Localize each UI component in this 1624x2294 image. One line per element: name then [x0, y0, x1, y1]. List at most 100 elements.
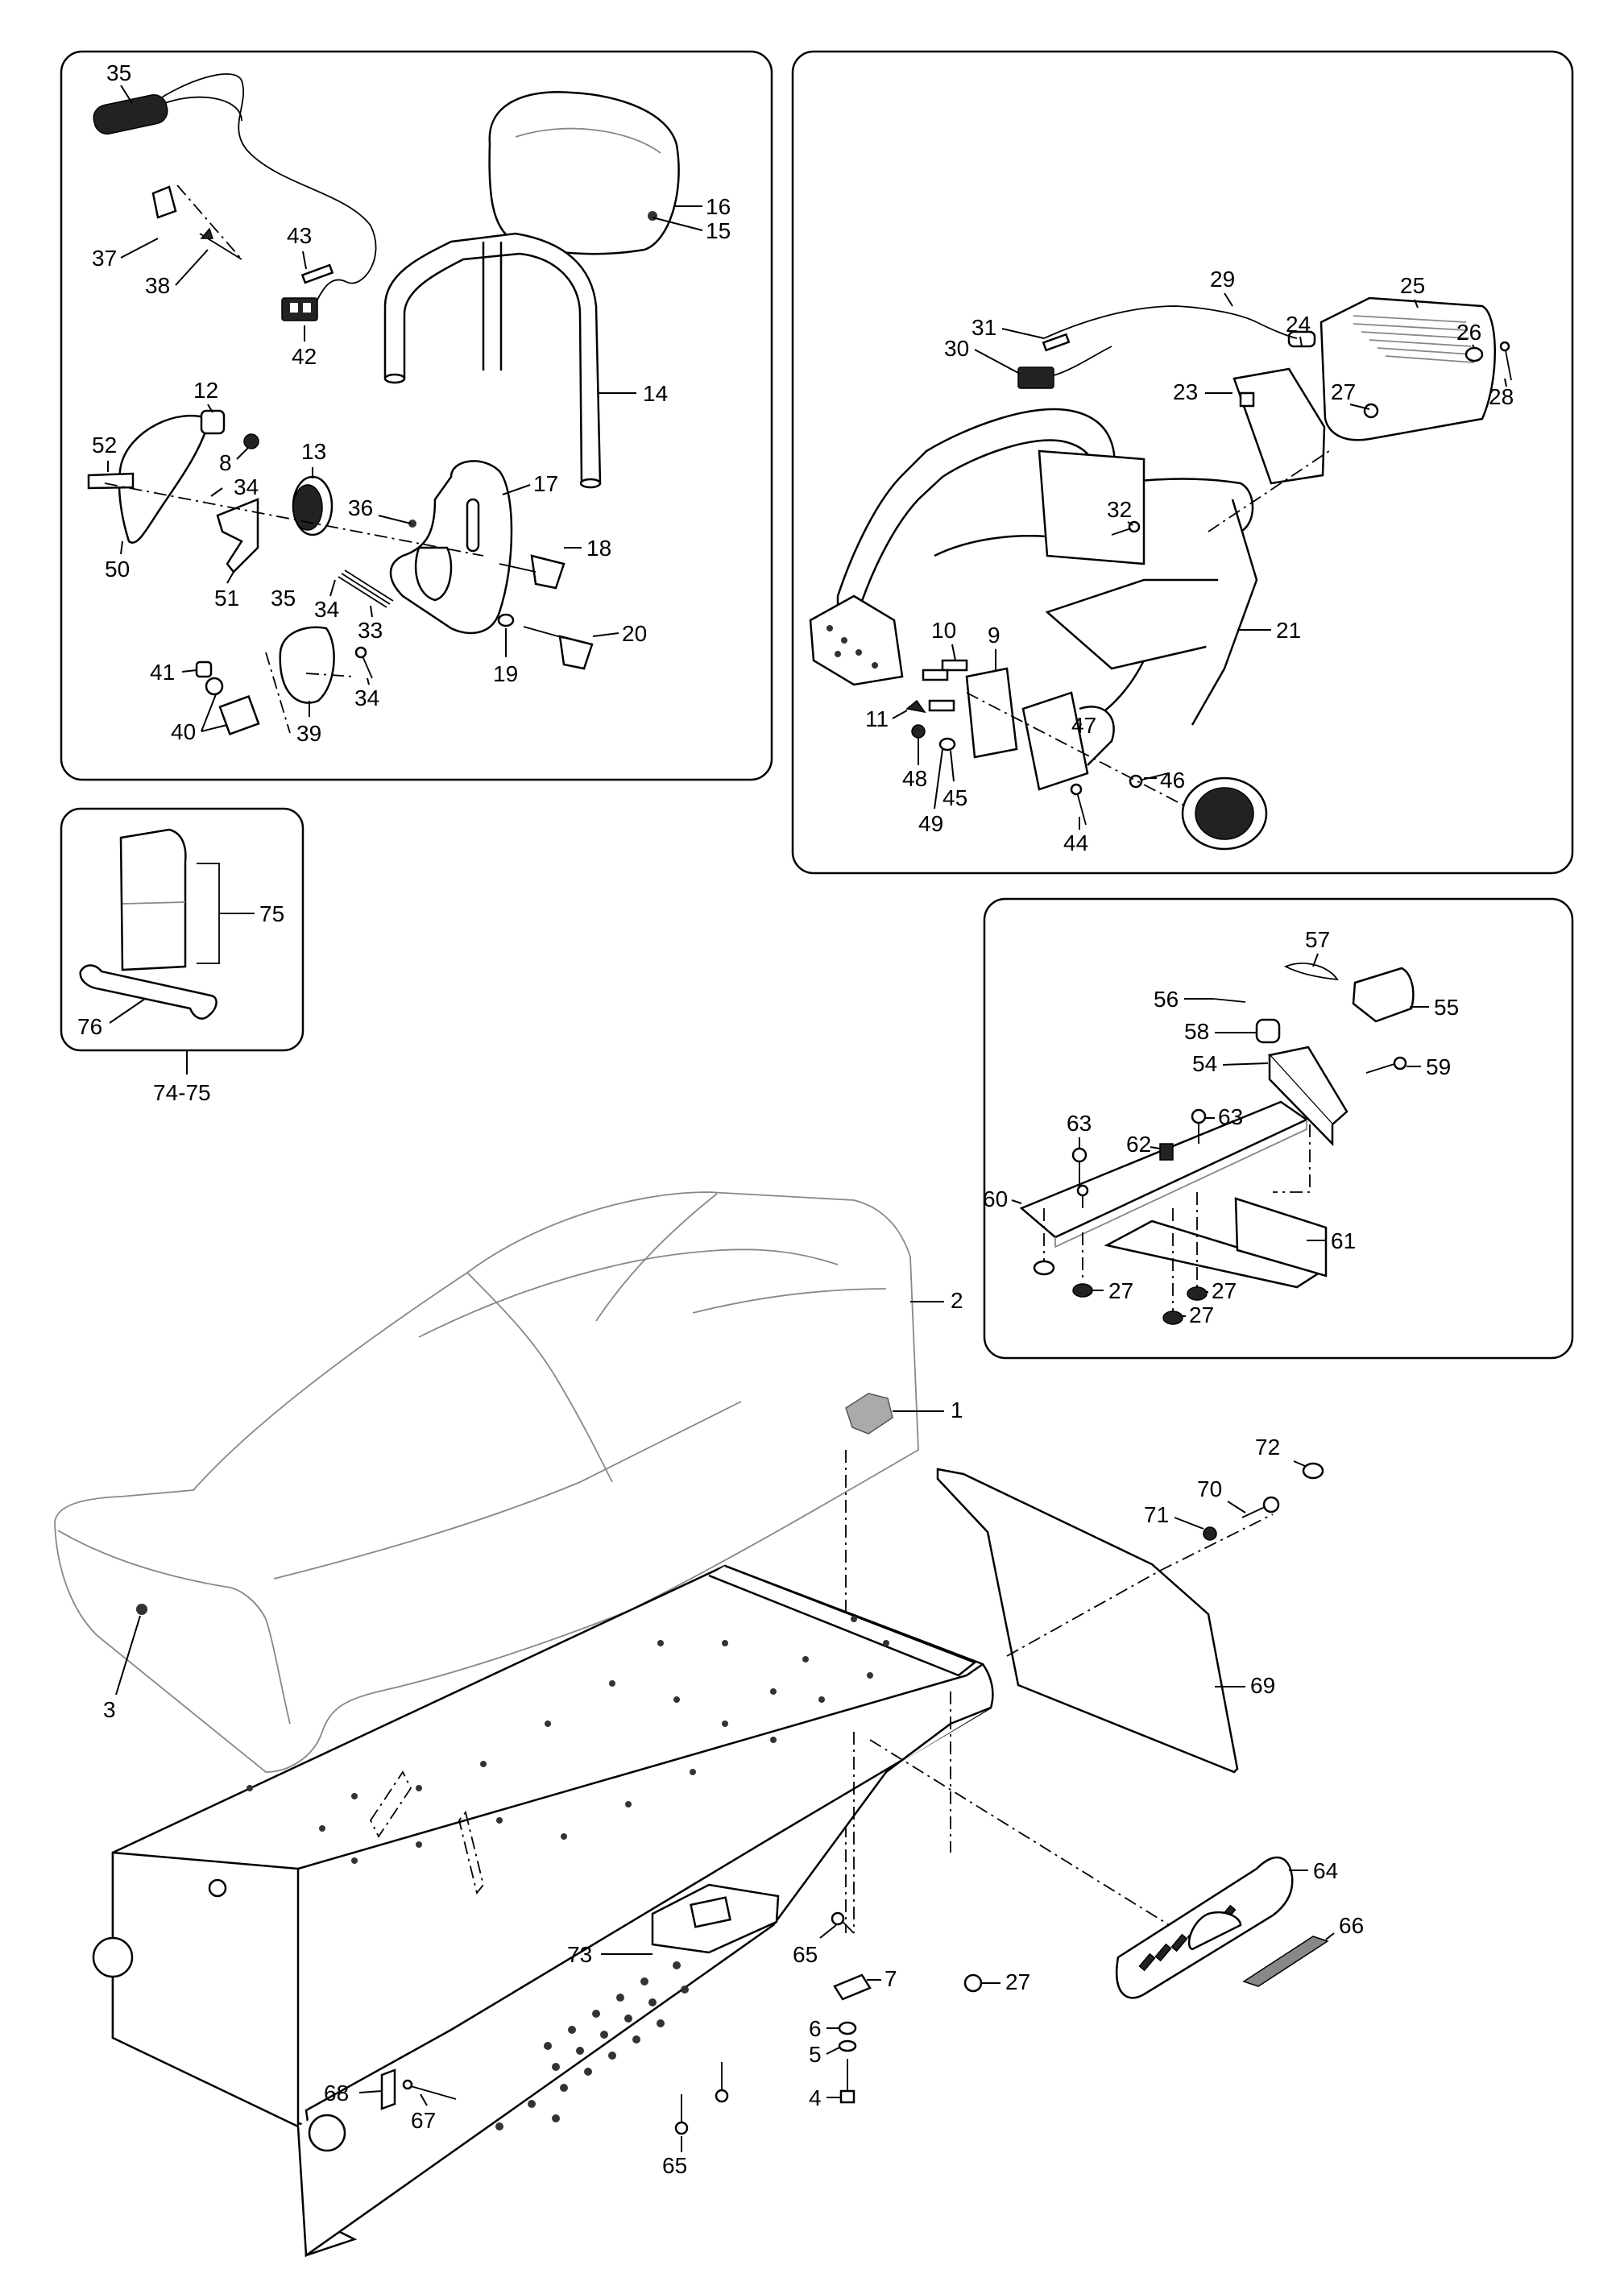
label-10: 10 — [931, 618, 956, 643]
label-7: 7 — [884, 1966, 897, 1991]
label-2: 2 — [951, 1288, 963, 1313]
label-52: 52 — [92, 433, 117, 458]
label-27-hitch-a: 27 — [1108, 1278, 1133, 1303]
label-43: 43 — [287, 223, 312, 248]
label-1: 1 — [951, 1398, 963, 1422]
label-75: 75 — [259, 901, 284, 926]
label-35-top: 35 — [106, 60, 131, 85]
backrest-assembly — [87, 73, 680, 736]
label-60: 60 — [983, 1186, 1008, 1211]
label-9: 9 — [988, 623, 1000, 648]
label-5: 5 — [809, 2042, 822, 2067]
label-26: 26 — [1456, 320, 1481, 345]
label-61: 61 — [1331, 1228, 1356, 1253]
label-51: 51 — [214, 586, 239, 611]
label-58: 58 — [1184, 1019, 1209, 1044]
label-41: 41 — [150, 660, 175, 685]
label-36: 36 — [348, 495, 373, 520]
label-76: 76 — [77, 1014, 102, 1039]
label-71: 71 — [1144, 1502, 1169, 1527]
label-34-mid: 34 — [314, 597, 339, 622]
label-64: 64 — [1313, 1858, 1338, 1883]
label-66: 66 — [1339, 1913, 1364, 1938]
label-65-right: 65 — [793, 1942, 818, 1967]
label-32: 32 — [1107, 497, 1132, 522]
label-20: 20 — [622, 621, 647, 646]
label-27-hitch-b: 27 — [1212, 1278, 1237, 1303]
label-42: 42 — [292, 344, 317, 369]
label-23: 23 — [1173, 379, 1198, 404]
label-11: 11 — [865, 706, 889, 731]
label-4: 4 — [809, 2085, 822, 2110]
label-48: 48 — [902, 766, 927, 791]
hitch-assembly — [1019, 963, 1415, 1325]
panel-rack — [791, 50, 1574, 875]
rear-rack-assembly — [809, 296, 1512, 851]
label-65-bottom: 65 — [662, 2153, 687, 2178]
label-47: 47 — [1071, 713, 1096, 738]
label-55: 55 — [1434, 995, 1459, 1020]
label-63-right: 63 — [1218, 1104, 1243, 1129]
grip-heater-part — [93, 94, 168, 135]
label-3: 3 — [103, 1697, 116, 1722]
label-6: 6 — [809, 2016, 822, 2041]
label-31: 31 — [972, 315, 996, 340]
label-46: 46 — [1160, 768, 1185, 793]
tunnel-assembly — [92, 1564, 1209, 2258]
backrest-labels: 35 37 38 43 42 16 15 14 12 52 8 13 34 17… — [92, 60, 731, 746]
label-27-rack: 27 — [1331, 379, 1356, 404]
label-62: 62 — [1126, 1132, 1151, 1157]
label-38: 38 — [145, 273, 170, 298]
label-13: 13 — [301, 439, 326, 464]
label-50: 50 — [105, 557, 130, 582]
panel-hitch — [983, 897, 1574, 1360]
label-34-bot: 34 — [354, 685, 379, 710]
label-40: 40 — [171, 719, 196, 744]
bottom-labels: 64 66 27 73 65 7 6 5 4 68 67 65 — [324, 1858, 1364, 2178]
label-25: 25 — [1400, 273, 1425, 298]
label-54: 54 — [1192, 1051, 1217, 1076]
label-72: 72 — [1255, 1435, 1280, 1460]
label-15: 15 — [706, 218, 731, 243]
panel-backrest — [60, 50, 773, 781]
label-18: 18 — [586, 536, 611, 561]
label-39: 39 — [296, 721, 321, 746]
label-16: 16 — [706, 194, 731, 219]
label-70: 70 — [1197, 1476, 1222, 1501]
label-73: 73 — [567, 1942, 592, 1967]
label-21: 21 — [1276, 618, 1301, 643]
mudflap-labels: 72 70 71 69 — [1144, 1435, 1306, 1698]
label-24: 24 — [1286, 312, 1311, 337]
bumper-assembly — [1116, 1856, 1329, 1999]
toolkit-assembly: 75 76 74-75 — [77, 828, 284, 1105]
seat-labels: 2 1 3 — [103, 1288, 963, 1722]
label-27-hitch-c: 27 — [1189, 1302, 1214, 1327]
label-28: 28 — [1489, 384, 1514, 409]
label-30: 30 — [944, 336, 969, 361]
label-35-mid: 35 — [271, 586, 296, 611]
label-67: 67 — [411, 2108, 436, 2133]
label-8: 8 — [219, 450, 232, 475]
label-59: 59 — [1426, 1054, 1451, 1079]
label-17: 17 — [533, 471, 558, 496]
label-49: 49 — [918, 811, 943, 836]
label-19: 19 — [493, 661, 518, 686]
label-27-tunnel: 27 — [1005, 1969, 1030, 1994]
label-29: 29 — [1210, 267, 1235, 292]
label-34-top: 34 — [234, 474, 259, 499]
seat-assembly — [54, 1191, 919, 1933]
label-12: 12 — [193, 378, 218, 403]
label-57: 57 — [1305, 927, 1330, 952]
label-33: 33 — [358, 618, 383, 643]
mudflap-assembly — [936, 1462, 1324, 1774]
label-44: 44 — [1063, 830, 1088, 855]
rack-labels: 29 25 24 26 28 27 23 31 30 32 21 10 9 11… — [865, 267, 1514, 855]
label-74-75: 74-75 — [153, 1080, 211, 1105]
panel-toolkit — [60, 807, 304, 1052]
label-56: 56 — [1154, 987, 1179, 1012]
hitch-labels: 57 55 56 58 54 59 63 63 62 60 61 27 27 2… — [983, 927, 1459, 1327]
label-68: 68 — [324, 2081, 349, 2106]
label-45: 45 — [942, 785, 967, 810]
label-14: 14 — [643, 381, 668, 406]
